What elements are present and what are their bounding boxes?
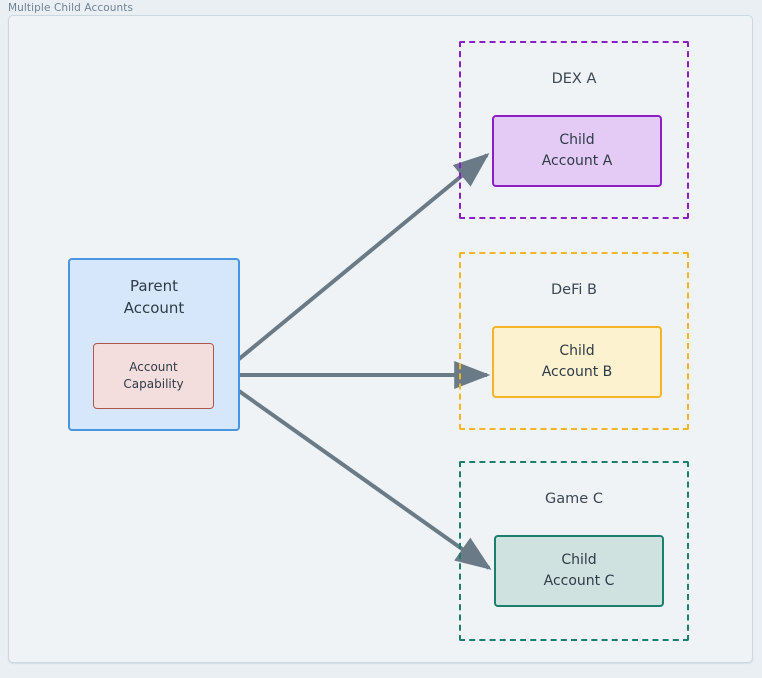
account-capability-label-line2: Capability bbox=[123, 377, 184, 391]
node-child-account-b[interactable]: Child Account B bbox=[492, 326, 662, 398]
child-account-a-label-line1: Child bbox=[559, 132, 595, 148]
child-account-b-label-line1: Child bbox=[559, 343, 595, 359]
group-dex-a: DEX A bbox=[459, 41, 689, 219]
group-game-c-label: Game C bbox=[545, 491, 603, 507]
child-account-c-label-line2: Account C bbox=[543, 573, 615, 589]
frame-title: Multiple Child Accounts bbox=[8, 2, 134, 14]
parent-account-label-line2: Account bbox=[123, 298, 185, 317]
group-defi-b-label: DeFi B bbox=[551, 282, 597, 298]
child-account-b-label-line2: Account B bbox=[541, 364, 613, 380]
child-account-c-label-line1: Child bbox=[561, 552, 597, 568]
node-child-account-c[interactable]: Child Account C bbox=[494, 535, 664, 607]
account-capability-label-line1: Account bbox=[129, 359, 178, 374]
parent-account-label-line1: Parent bbox=[129, 277, 179, 295]
child-account-a-label-line2: Account A bbox=[541, 153, 613, 169]
group-defi-b: DeFi B bbox=[459, 252, 689, 430]
node-child-account-a[interactable]: Child Account A bbox=[492, 115, 662, 187]
group-dex-a-label: DEX A bbox=[551, 71, 597, 87]
node-account-capability[interactable]: Account Capability bbox=[93, 343, 214, 409]
group-game-c: Game C bbox=[459, 461, 689, 641]
